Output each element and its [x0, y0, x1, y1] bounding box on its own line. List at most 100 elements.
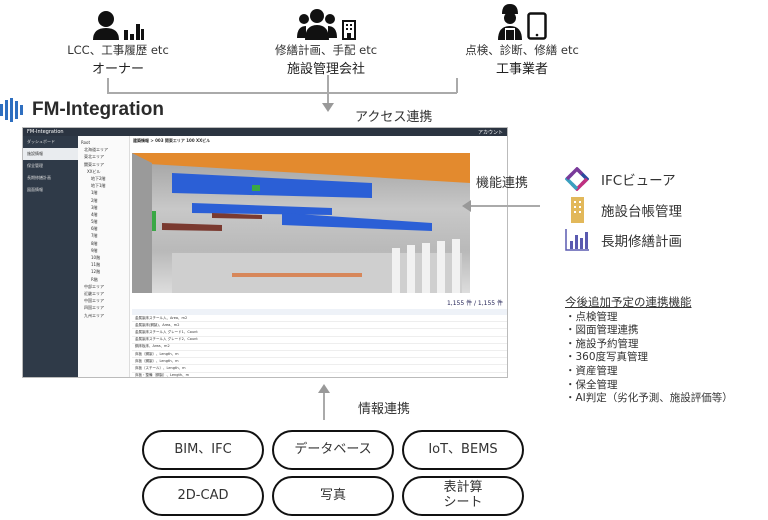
tree-node[interactable]: 地下2階 — [91, 175, 106, 181]
role-owner: LCC、工事履歴 etc オーナー — [33, 2, 203, 77]
tree-node[interactable]: 11階 — [91, 262, 101, 268]
tree-node[interactable]: Root — [81, 140, 91, 145]
source-spreadsheet: 表計算 シート — [402, 476, 524, 516]
tree-node[interactable]: 8階 — [91, 240, 98, 246]
future-item: ・点検管理 — [565, 310, 618, 323]
table-row[interactable]: 鋼床板床、Area、m2 — [132, 344, 507, 351]
table-row[interactable]: 床板（鋼製）、Length、m — [132, 351, 507, 359]
arrow-up-icon — [318, 384, 330, 393]
sidebar-item[interactable]: ダッシュボード — [27, 139, 55, 144]
tree-node[interactable]: 10階 — [91, 255, 101, 260]
person-icon — [92, 11, 119, 40]
function-label: 施設台帳管理 — [601, 204, 682, 220]
function-facility-ledger: 施設台帳管理 — [565, 197, 682, 223]
breadcrumb: 建築情報 > 003 関東エリア 100 XXビル — [133, 138, 211, 143]
role-name: 工事業者 — [495, 62, 548, 77]
connector — [327, 75, 329, 105]
record-count: 1,155 件 / 1,155 件 — [446, 299, 503, 307]
tree-node[interactable]: 地下1階 — [91, 183, 106, 189]
table-row[interactable]: 金属製床スチール入 グレード1、Count — [132, 329, 507, 337]
connector — [323, 392, 325, 420]
function-ifc-viewer: IFCビューア — [565, 167, 676, 191]
app-screenshot: FM-Integration アカウント ダッシュボード 施設情報 保全管理 長期… — [22, 127, 508, 378]
role-sub: LCC、工事履歴 etc — [67, 43, 169, 57]
tree-node[interactable]: 東北エリア — [84, 154, 104, 160]
source-bim-ifc: BIM、IFC — [142, 430, 264, 470]
future-features: 今後追加予定の連携機能 ・点検管理 ・図面管理連携 ・施設予約管理 ・360度写… — [565, 295, 733, 406]
worker-icon — [497, 4, 522, 40]
tree-node[interactable]: XXビル — [87, 168, 101, 174]
tree-node[interactable]: 3階 — [91, 204, 98, 210]
table-row[interactable]: 床板（スチール）、Length、m — [132, 365, 507, 373]
source-2d-cad: 2D-CAD — [142, 476, 264, 516]
tree-node[interactable]: 関東エリア — [84, 161, 104, 167]
group-icon — [296, 9, 337, 40]
tree-node[interactable]: 近畿エリア — [84, 290, 104, 296]
sidebar-item[interactable]: 施設情報 — [23, 148, 78, 160]
tree-node[interactable]: 四国エリア — [84, 305, 104, 311]
function-long-term-repair: 長期修繕計画 — [565, 229, 682, 251]
sidebar-item[interactable]: 長期修繕計画 — [27, 175, 51, 180]
tree-node[interactable]: 中国エリア — [84, 298, 104, 304]
source-iot-bems: IoT、BEMS — [402, 430, 524, 470]
tree-node[interactable]: 6階 — [91, 226, 98, 232]
tree-node[interactable]: 2階 — [91, 197, 98, 203]
connector — [456, 78, 458, 93]
role-facility-company: 修繕計画、手配 etc 施設管理会社 — [241, 2, 411, 77]
tree-node[interactable]: 9階 — [91, 247, 98, 253]
table-row[interactable]: 金属製床スチール入、Area、m2 — [132, 315, 507, 323]
connector — [470, 205, 540, 207]
bar-chart-icon — [565, 229, 589, 251]
role-contractor: 点検、診断、修繕 etc 工事業者 — [437, 2, 607, 77]
tree-node[interactable]: 九州エリア — [84, 312, 104, 318]
future-item: ・保全管理 — [565, 378, 618, 391]
source-database: データベース — [272, 430, 394, 470]
table-row[interactable]: 床板・整備（鋼製）、Length、m — [132, 373, 507, 377]
table-row[interactable]: 金属製床スチール入 グレード2、Count — [132, 337, 507, 344]
bim-model-render — [132, 153, 470, 293]
3d-model-viewer[interactable]: Pset_QuantityTakeOffReference51 290966Ps… — [132, 153, 470, 293]
arrow-left-icon — [462, 200, 471, 212]
building-icon — [571, 197, 584, 223]
ifc-logo-icon — [565, 167, 589, 191]
connector — [107, 92, 457, 94]
table-row[interactable]: 床板（鋼製）、Length、m — [132, 358, 507, 366]
future-item: ・360度写真管理 — [565, 351, 649, 364]
app-title: FM-Integration — [27, 129, 64, 135]
connector — [107, 78, 109, 93]
tree-node[interactable]: 4階 — [91, 211, 98, 217]
fm-integration-logo: FM-Integration — [0, 98, 164, 122]
sidebar-item[interactable]: 図面情報 — [27, 187, 43, 192]
bar-chart-icon — [123, 24, 144, 40]
function-label: IFCビューア — [601, 173, 676, 189]
info-label: 情報連携 — [358, 402, 411, 417]
tree-node[interactable]: 5階 — [91, 219, 98, 225]
tablet-icon — [526, 12, 547, 40]
role-sub: 点検、診断、修繕 etc — [465, 43, 579, 57]
tree-node[interactable]: R階 — [91, 276, 98, 282]
function-label: 長期修繕計画 — [601, 234, 682, 250]
tree-node[interactable]: 12階 — [91, 269, 101, 275]
source-photo: 写真 — [272, 476, 394, 516]
tree-node[interactable]: 7階 — [91, 233, 98, 239]
logo-mark-icon — [0, 98, 23, 122]
future-item: ・AI判定（劣化予測、施設評価等） — [565, 392, 733, 405]
table-row[interactable]: 金属製床(鋼製)、Area、m2 — [132, 322, 507, 330]
user-menu[interactable]: アカウント — [477, 129, 503, 136]
tree-node[interactable]: 中部エリア — [84, 283, 104, 289]
function-label: 機能連携 — [476, 176, 529, 191]
role-name: オーナー — [91, 62, 144, 77]
building-icon — [341, 20, 356, 40]
sidebar-item[interactable]: 保全管理 — [27, 163, 43, 168]
arrow-down-icon — [322, 103, 334, 112]
future-item: ・図面管理連携 — [565, 324, 639, 337]
tree-node[interactable]: 北海道エリア — [84, 147, 108, 153]
access-label: アクセス連携 — [355, 110, 433, 125]
app-titlebar: FM-Integration アカウント — [23, 128, 507, 136]
future-title: 今後追加予定の連携機能 — [565, 295, 692, 309]
logo-text: FM-Integration — [32, 99, 164, 120]
tree-node[interactable]: 1階 — [91, 190, 98, 196]
app-sidebar: ダッシュボード 施設情報 保全管理 長期修繕計画 図面情報 — [23, 136, 78, 377]
